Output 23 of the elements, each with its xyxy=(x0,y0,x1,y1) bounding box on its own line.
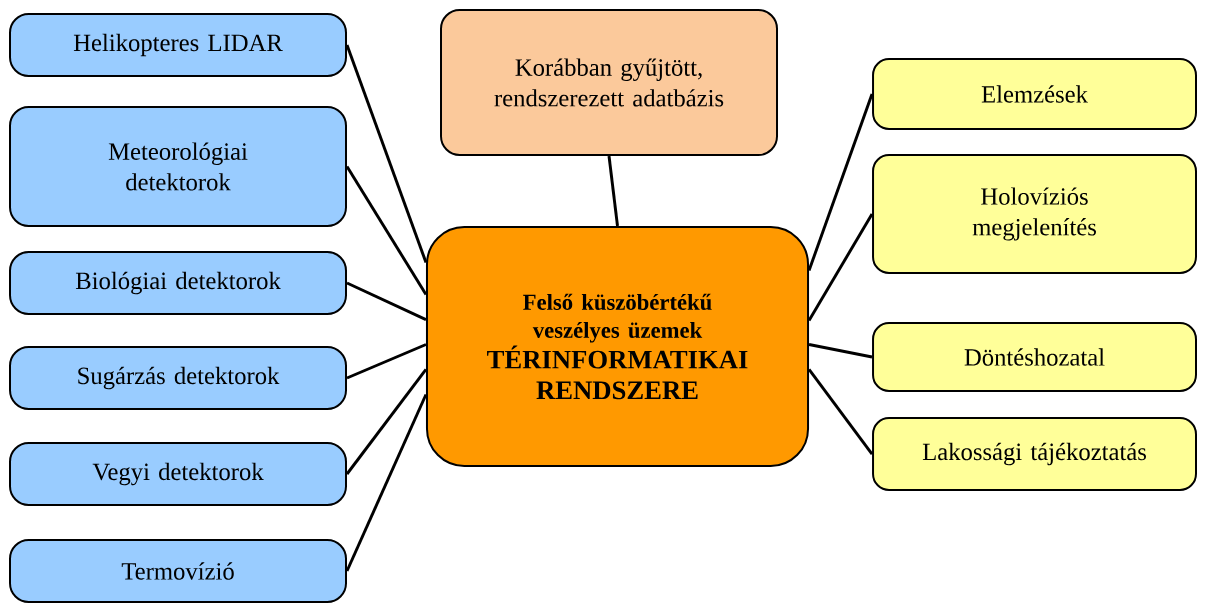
connector-line xyxy=(346,343,427,380)
output-box: Holovíziós megjelenítés xyxy=(872,154,1197,274)
database-box: Korábban gyűjtött, rendszerezett adatbázis xyxy=(440,8,778,157)
source-box: Meteorológiai detektorok xyxy=(9,106,347,227)
central-system-box: Felső küszöbértékű veszélyes üzemek TÉRINFORMATIKAI RENDSZERE xyxy=(425,226,810,467)
connector-line xyxy=(345,393,428,572)
source-box: Sugárzás detektorok xyxy=(9,346,347,410)
connector-line xyxy=(345,44,428,263)
output-box: Elemzések xyxy=(872,58,1197,130)
connector-line xyxy=(807,213,874,322)
source-box: Vegyi detektorok xyxy=(9,442,347,506)
connector-line xyxy=(346,281,427,321)
connector-line xyxy=(808,343,873,359)
source-box: Helikopteres LIDAR xyxy=(9,13,347,77)
output-box: Döntéshozatal xyxy=(872,322,1197,392)
source-box: Termovízió xyxy=(9,539,347,603)
connector-line xyxy=(607,155,619,227)
connector-line xyxy=(345,165,428,296)
connector-line xyxy=(345,368,428,475)
output-box: Lakossági tájékoztatás xyxy=(872,417,1197,491)
connector-line xyxy=(807,93,874,271)
source-box: Biológiai detektorok xyxy=(9,251,347,315)
connector-line xyxy=(807,368,874,455)
